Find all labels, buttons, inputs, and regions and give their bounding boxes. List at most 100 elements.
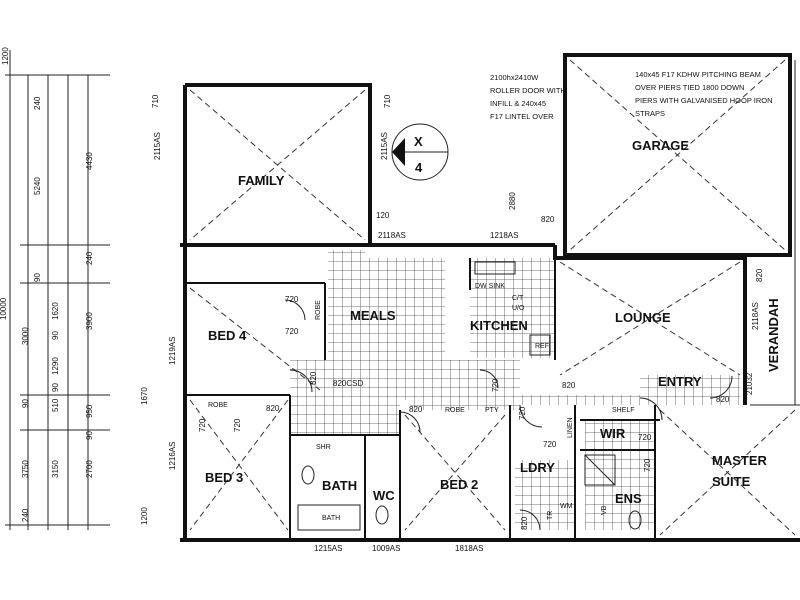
left-dim-240a: 240 <box>33 96 42 110</box>
section-marker <box>391 123 449 181</box>
room-wir: WIR <box>600 426 626 441</box>
room-verandah: VERANDAH <box>766 298 781 372</box>
roof-lines <box>189 59 796 536</box>
room-meals: MEALS <box>350 308 396 323</box>
dim-120: 120 <box>376 211 390 220</box>
room-suite: SUITE <box>712 474 751 489</box>
dim-720a: 720 <box>285 295 299 304</box>
dim-720b: 720 <box>285 327 299 336</box>
dim-1009: 1009AS <box>372 544 400 553</box>
left-dim-90d: 90 <box>51 383 60 392</box>
dim-2103: 21032 <box>745 372 754 395</box>
dim-1219: 1219AS <box>168 337 177 365</box>
trough-label: TR <box>547 511 554 520</box>
dim-1216: 1216AS <box>168 442 177 470</box>
left-dim-90a: 90 <box>33 273 42 282</box>
left-dim-5240: 5240 <box>33 177 42 195</box>
left-dim-240b: 240 <box>85 251 94 265</box>
beam-note-1: 140x45 F17 KDHW PITCHING BEAM <box>635 70 761 79</box>
dim-710b: 710 <box>383 94 392 108</box>
dim-820f: 820 <box>562 381 576 390</box>
room-entry: ENTRY <box>658 374 702 389</box>
roller-note-4: F17 LINTEL OVER <box>490 112 554 121</box>
dim-820d: 820 <box>309 371 318 385</box>
dim-710a: 710 <box>151 94 160 108</box>
shelf-label: SHELF <box>612 407 635 414</box>
room-bed3: BED 3 <box>205 470 243 485</box>
left-dim-510: 510 <box>51 398 60 412</box>
cooktop-label: C/T <box>512 295 524 302</box>
pantry-label: PTY <box>485 407 499 414</box>
walls <box>180 53 800 542</box>
left-dim-1290: 1290 <box>51 357 60 375</box>
dim-1218: 1218AS <box>490 231 518 240</box>
dim-820a: 820 <box>541 215 555 224</box>
room-bed2: BED 2 <box>440 477 478 492</box>
room-family: FAMILY <box>238 173 285 188</box>
dim-2880: 2880 <box>508 192 517 210</box>
linen-label: LINEN <box>567 417 574 438</box>
vanity-label: VB <box>601 505 608 515</box>
dim-2118b: 2118AS <box>751 302 760 330</box>
dim-820csd: 820CSD <box>333 379 363 388</box>
left-dim-1620: 1620 <box>51 302 60 320</box>
dim-1670: 1670 <box>140 387 149 405</box>
room-ldry: LDRY <box>520 460 555 475</box>
left-dim-10000: 10000 <box>0 297 8 320</box>
dim-820h: 820 <box>520 516 529 530</box>
room-garage: GARAGE <box>632 138 689 153</box>
fixtures-outlines <box>297 261 642 531</box>
left-dim-3900: 3900 <box>85 312 94 330</box>
beam-note-2: OVER PIERS TIED 1800 DOWN <box>635 83 744 92</box>
left-dim-90c: 90 <box>21 399 30 408</box>
room-bed4: BED 4 <box>208 328 247 343</box>
room-kitchen: KITCHEN <box>470 318 528 333</box>
roller-note-3: INFILL & 240x45 <box>490 99 546 108</box>
dim-2118: 2118AS <box>378 231 406 240</box>
section-letter: X <box>414 134 423 149</box>
dim-820c: 820 <box>266 404 280 413</box>
dim-1818: 1818AS <box>455 544 483 553</box>
dim-720d: 720 <box>233 418 242 432</box>
underoven-label: U/O <box>512 305 525 312</box>
left-dim-4430: 4430 <box>85 152 94 170</box>
left-dim-240c: 240 <box>21 508 30 522</box>
roller-note-2: ROLLER DOOR WITH <box>490 86 566 95</box>
left-dim-90e: 90 <box>85 431 94 440</box>
verandah-outline <box>750 60 800 406</box>
left-dimension-lines <box>5 50 110 530</box>
dim-820b: 820 <box>755 268 764 282</box>
dim-720c: 720 <box>198 418 207 432</box>
shower-label: SHR <box>316 444 331 451</box>
dim-720h: 720 <box>638 433 652 442</box>
dim-720g: 720 <box>543 440 557 449</box>
dim-820e: 820 <box>409 405 423 414</box>
dim-2115a: 2115AS <box>153 132 162 160</box>
dim-720f: 720 <box>518 406 527 420</box>
left-dim-1200: 1200 <box>1 47 10 65</box>
robe-bed2: ROBE <box>445 407 465 414</box>
beam-note-3: PIERS WITH GALVANISED HOOP IRON <box>635 96 773 105</box>
left-dim-90b: 90 <box>51 331 60 340</box>
left-dim-2700: 2700 <box>85 460 94 478</box>
tiled-floor <box>290 250 740 530</box>
left-dim-3000: 3000 <box>21 327 30 345</box>
robe-bed4: ROBE <box>315 300 322 320</box>
room-master: MASTER <box>712 453 768 468</box>
dim-2115b: 2115AS <box>380 132 389 160</box>
dim-720e: 720 <box>491 378 500 392</box>
dim-1215: 1215AS <box>314 544 342 553</box>
washer-label: WM <box>560 503 573 510</box>
door-swings <box>284 299 733 531</box>
left-dim-3750: 3750 <box>21 460 30 478</box>
dw-sink-label: DW SINK <box>475 283 505 290</box>
room-wc: WC <box>373 488 395 503</box>
room-ens: ENS <box>615 491 642 506</box>
room-lounge: LOUNGE <box>615 310 671 325</box>
room-bath: BATH <box>322 478 357 493</box>
bathtub-label: BATH <box>322 515 340 522</box>
dim-820g: 820 <box>716 395 730 404</box>
left-dim-950: 950 <box>85 404 94 418</box>
left-dim-3150: 3150 <box>51 460 60 478</box>
